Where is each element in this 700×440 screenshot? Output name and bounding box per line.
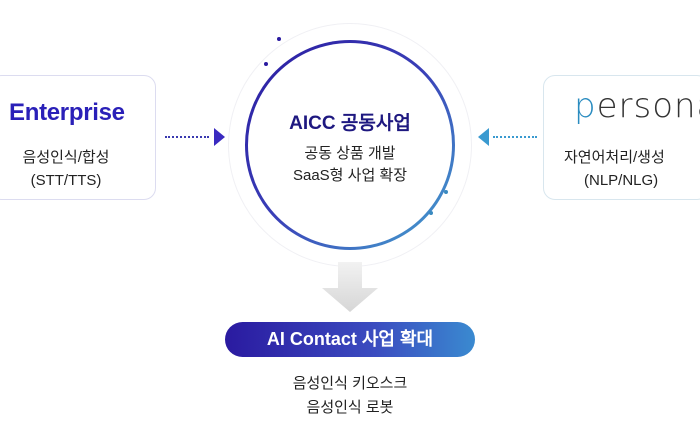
arrow-right-icon [214, 128, 225, 146]
logo-p: p [574, 86, 597, 126]
down-arrow-icon [322, 262, 378, 312]
result-line: 음성인식 로봇 [306, 399, 394, 416]
result-line: 음성인식 키오스크 [292, 375, 408, 392]
decor-dot [277, 37, 281, 41]
desc-line: 공동 상품 개발 [304, 145, 396, 162]
logo-rest: ersona [596, 86, 700, 126]
persona-description: 자연어처리/생성 (NLP/NLG) [564, 146, 700, 192]
connector-dots-right [493, 136, 537, 138]
enterprise-logo: Enterprise [9, 99, 125, 126]
aicc-circle [245, 40, 455, 250]
ai-contact-badge: AI Contact 사업 확대 [225, 322, 475, 357]
persona-logo: persona [574, 86, 700, 126]
arrow-left-icon [478, 128, 489, 146]
persona-partner-box: persona 자연어처리/생성 (NLP/NLG) [543, 75, 700, 200]
desc-line: 자연어처리/생성 [564, 149, 665, 166]
center-description: 공동 상품 개발 SaaS형 사업 확장 [0, 143, 700, 187]
connector-dots-left [165, 136, 209, 138]
decor-dot [264, 62, 268, 66]
decor-dot [429, 211, 433, 215]
desc-line: 음성인식/합성 [22, 149, 110, 166]
desc-line: SaaS형 사업 확장 [292, 167, 408, 184]
desc-line: (STT/TTS) [30, 172, 102, 189]
enterprise-partner-box: Enterprise 음성인식/합성 (STT/TTS) [0, 75, 156, 200]
desc-line: (NLP/NLG) [584, 172, 659, 189]
decor-dot [444, 190, 448, 194]
center-title: AICC 공동사업 [289, 113, 411, 134]
enterprise-description: 음성인식/합성 (STT/TTS) [0, 146, 155, 192]
